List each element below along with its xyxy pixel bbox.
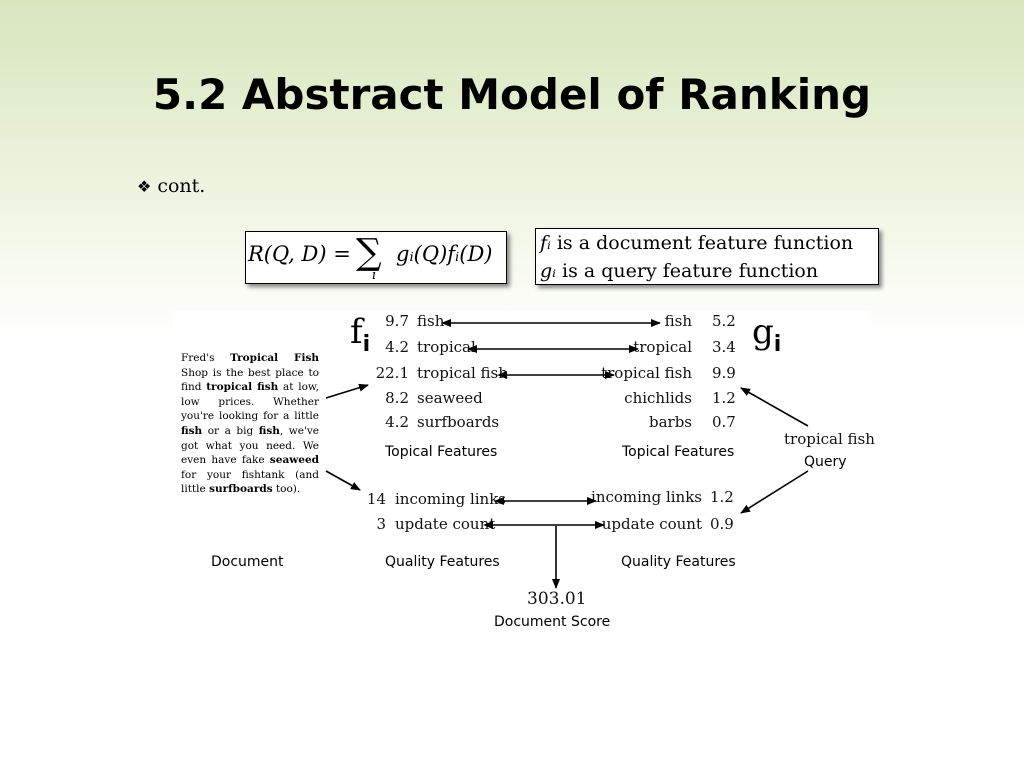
doc-topical-value: 8.2 [385, 389, 409, 407]
g-symbol: gi [752, 312, 782, 357]
doc-quality-value: 3 [376, 515, 386, 533]
formula-lhs: R(Q, D) = [248, 242, 351, 266]
slide-title: 5.2 Abstract Model of Ranking [152, 70, 872, 119]
doc-quality-value: 14 [366, 490, 386, 508]
query-quality-label: update count [601, 515, 702, 533]
query-topical-value: 9.9 [712, 364, 736, 382]
definition-g: gᵢ is a query feature function [536, 257, 878, 285]
query-quality-value: 1.2 [710, 488, 734, 506]
definition-f-symbol: fᵢ [540, 232, 551, 254]
query-topical-label: tropical [633, 338, 692, 356]
f-symbol: fi [350, 312, 371, 357]
query-quality-value: 0.9 [710, 515, 734, 533]
bullet-item: ❖ cont. [137, 175, 205, 197]
query-topical-value: 0.7 [712, 413, 736, 431]
sum-symbol: ∑ [356, 232, 382, 273]
bullet-text: cont. [157, 175, 206, 197]
document-score-value: 303.01 [527, 589, 587, 609]
query-topical-label: barbs [648, 413, 692, 431]
ranking-formula: R(Q, D) = ∑ i gᵢ(Q)fᵢ(D) [245, 231, 507, 284]
query-quality-label: incoming links [591, 488, 702, 506]
document-text: Fred's Tropical Fish Shop is the best pl… [181, 352, 320, 496]
definition-g-text: is a query feature function [562, 260, 819, 282]
query-topical-value: 5.2 [712, 312, 736, 330]
doc-topical-label: fish [417, 312, 445, 330]
query-topical-features-label: Topical Features [622, 444, 735, 460]
doc-topical-value: 4.2 [385, 413, 409, 431]
query-topical-value: 1.2 [712, 389, 736, 407]
formula-rhs: gᵢ(Q)fᵢ(D) [396, 242, 493, 266]
query-label: Query [804, 454, 847, 470]
query-topical-label: fish [664, 312, 692, 330]
doc-topical-label: tropical fish [417, 364, 508, 382]
doc-topical-value: 4.2 [385, 338, 409, 356]
definition-g-symbol: gᵢ [540, 260, 556, 282]
doc-topical-label: tropical [417, 338, 476, 356]
doc-topical-label: seaweed [417, 389, 483, 407]
diamond-bullet-icon: ❖ [137, 177, 152, 196]
doc-topical-features-label: Topical Features [385, 444, 498, 460]
doc-quality-features-label: Quality Features [385, 554, 500, 570]
document-label: Document [211, 554, 284, 570]
query-text: tropical fish [784, 430, 875, 448]
doc-topical-label: surfboards [417, 413, 500, 431]
query-topical-value: 3.4 [712, 338, 736, 356]
doc-quality-label: update count [395, 515, 496, 533]
document-score-label: Document Score [494, 614, 611, 630]
doc-topical-value: 9.7 [385, 312, 409, 330]
query-quality-features-label: Quality Features [621, 554, 736, 570]
doc-quality-label: incoming links [395, 490, 506, 508]
definition-f-text: is a document feature function [556, 232, 854, 254]
query-topical-label: tropical fish [601, 364, 692, 382]
doc-topical-value: 22.1 [375, 364, 409, 382]
sum-index: i [372, 268, 377, 283]
query-topical-label: chichlids [624, 389, 692, 407]
